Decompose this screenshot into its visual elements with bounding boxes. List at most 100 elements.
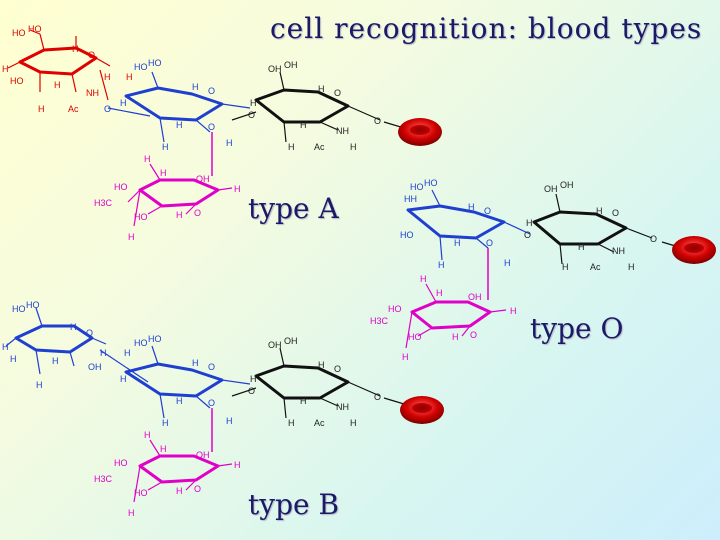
- svg-text:H: H: [176, 210, 183, 220]
- svg-text:O: O: [612, 208, 619, 218]
- type-o-structure: HO HO HH H O HO H O H H OH OH H O H O H: [370, 178, 683, 362]
- svg-text:O: O: [650, 234, 657, 244]
- svg-text:H: H: [250, 98, 257, 108]
- svg-text:HO: HO: [408, 332, 422, 342]
- svg-text:HO: HO: [134, 212, 148, 222]
- svg-text:H: H: [120, 374, 127, 384]
- svg-text:H: H: [596, 206, 603, 216]
- svg-text:OH: OH: [268, 64, 282, 74]
- svg-text:H: H: [226, 416, 233, 426]
- svg-text:H: H: [36, 380, 43, 390]
- svg-text:H: H: [318, 360, 325, 370]
- type-a-galnac-ring: [7, 29, 111, 101]
- svg-text:H: H: [350, 418, 357, 428]
- svg-text:H: H: [192, 358, 199, 368]
- svg-text:H: H: [454, 238, 461, 248]
- svg-text:HO: HO: [12, 304, 26, 314]
- svg-text:HO: HO: [424, 178, 438, 188]
- svg-text:H: H: [288, 142, 295, 152]
- type-o-core-ring: [532, 193, 683, 265]
- svg-text:O: O: [374, 392, 381, 402]
- type-a-galactose-ring: [124, 71, 251, 143]
- svg-text:H: H: [420, 274, 427, 284]
- svg-text:H: H: [126, 72, 133, 82]
- svg-text:H: H: [100, 348, 107, 358]
- svg-text:O: O: [194, 484, 201, 494]
- svg-text:H: H: [70, 322, 77, 332]
- type-a-core-ring: [254, 71, 405, 143]
- svg-text:H: H: [128, 508, 135, 518]
- type-b-galactose-terminal-ring: [5, 307, 149, 383]
- svg-text:O: O: [248, 110, 255, 120]
- svg-text:H: H: [124, 348, 131, 358]
- svg-text:H: H: [504, 258, 511, 268]
- svg-text:H: H: [436, 288, 443, 298]
- svg-text:HO: HO: [114, 182, 128, 192]
- red-blood-cell-icon: [398, 118, 442, 146]
- svg-text:H: H: [526, 218, 533, 228]
- svg-text:H: H: [250, 374, 257, 384]
- svg-text:H3C: H3C: [94, 198, 113, 208]
- svg-text:HO: HO: [134, 488, 148, 498]
- svg-text:H: H: [226, 138, 233, 148]
- svg-text:H: H: [160, 444, 167, 454]
- svg-text:O: O: [374, 116, 381, 126]
- svg-text:OH: OH: [88, 362, 102, 372]
- svg-text:HO: HO: [400, 230, 414, 240]
- svg-text:H: H: [318, 84, 325, 94]
- svg-text:H: H: [160, 168, 167, 178]
- svg-text:H: H: [452, 332, 459, 342]
- svg-text:H3C: H3C: [370, 316, 389, 326]
- svg-text:HO: HO: [148, 58, 162, 68]
- svg-text:Ac: Ac: [314, 418, 325, 428]
- svg-text:NH: NH: [612, 246, 625, 256]
- svg-text:H: H: [288, 418, 295, 428]
- svg-text:H: H: [300, 396, 307, 406]
- svg-text:NH: NH: [336, 126, 349, 136]
- svg-text:H: H: [2, 342, 9, 352]
- svg-text:O: O: [208, 86, 215, 96]
- svg-text:H: H: [176, 396, 183, 406]
- svg-text:H: H: [402, 352, 409, 362]
- type-a-structure: HO HO H O H HO H H NH Ac H H O HO HO H O: [2, 24, 405, 242]
- svg-text:O: O: [208, 362, 215, 372]
- svg-text:H: H: [628, 262, 635, 272]
- type-o-label: type O: [530, 312, 624, 345]
- svg-text:H: H: [72, 44, 79, 54]
- page-title: cell recognition: blood types: [270, 12, 703, 45]
- svg-text:O: O: [484, 206, 491, 216]
- svg-text:NH: NH: [86, 88, 99, 98]
- svg-text:O: O: [248, 386, 255, 396]
- svg-text:H: H: [144, 154, 151, 164]
- red-blood-cell-icon: [672, 236, 716, 264]
- type-a-fucose-ring: [127, 163, 233, 227]
- svg-text:O: O: [208, 122, 215, 132]
- svg-text:HO: HO: [134, 338, 148, 348]
- svg-text:O: O: [334, 88, 341, 98]
- svg-text:H: H: [176, 486, 183, 496]
- svg-text:OH: OH: [268, 340, 282, 350]
- svg-text:O: O: [486, 238, 493, 248]
- svg-text:O: O: [334, 364, 341, 374]
- svg-text:H: H: [104, 72, 111, 82]
- svg-text:OH: OH: [196, 450, 210, 460]
- type-b-label: type B: [248, 488, 340, 521]
- svg-text:H: H: [144, 430, 151, 440]
- svg-text:H: H: [2, 64, 9, 74]
- svg-text:H: H: [54, 80, 61, 90]
- svg-text:H: H: [300, 120, 307, 130]
- svg-text:H: H: [162, 418, 169, 428]
- type-b-core-ring: [254, 347, 405, 419]
- svg-text:Ac: Ac: [590, 262, 601, 272]
- svg-text:OH: OH: [284, 336, 298, 346]
- svg-text:HO: HO: [410, 182, 424, 192]
- svg-text:H: H: [438, 260, 445, 270]
- svg-text:Ac: Ac: [68, 104, 79, 114]
- svg-text:H3C: H3C: [94, 474, 113, 484]
- svg-text:O: O: [470, 330, 477, 340]
- svg-text:H: H: [176, 120, 183, 130]
- svg-text:HH: HH: [404, 194, 417, 204]
- svg-text:H: H: [52, 356, 59, 366]
- svg-text:H: H: [128, 232, 135, 242]
